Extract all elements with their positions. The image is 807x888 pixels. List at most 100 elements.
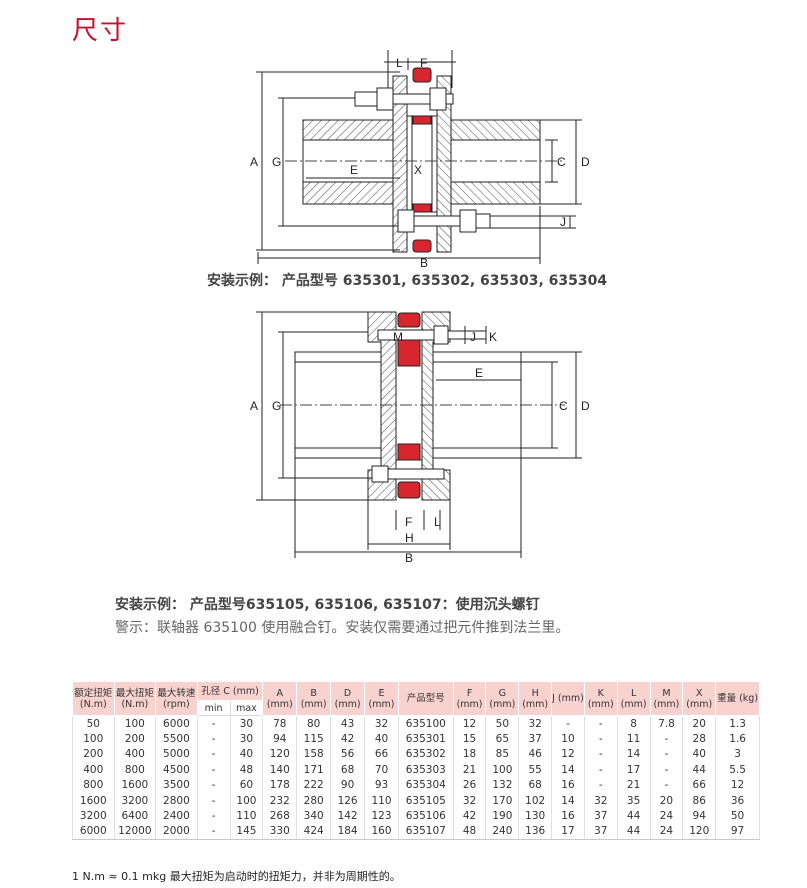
header-E: E (mm) bbox=[364, 681, 399, 716]
d1-label-L: L bbox=[396, 56, 403, 70]
table-cell: 66 bbox=[682, 777, 717, 793]
table-cell: 14 bbox=[551, 762, 585, 778]
d2-label-H: H bbox=[405, 531, 414, 545]
table-cell: - bbox=[649, 777, 684, 793]
table-cell: 171 bbox=[296, 762, 332, 778]
d1-label-A: A bbox=[250, 155, 258, 169]
table-cell: 3 bbox=[715, 746, 760, 763]
table-cell: 800 bbox=[113, 762, 157, 778]
d1-red-element-bottom bbox=[412, 239, 432, 253]
table-cell: 21 bbox=[616, 777, 651, 793]
table-cell: 110 bbox=[229, 808, 264, 824]
table-cell: - bbox=[196, 792, 231, 809]
d1-label-B: B bbox=[420, 256, 428, 270]
table-cell: 635106 bbox=[397, 808, 454, 824]
table-cell: 102 bbox=[518, 792, 553, 809]
diagram-2-labels: M J K A G E C D F L H B bbox=[250, 330, 590, 565]
d2-label-C: C bbox=[559, 399, 568, 413]
table-cell: 18 bbox=[452, 746, 487, 763]
table-cell: - bbox=[583, 777, 618, 793]
d1-label-D: D bbox=[581, 155, 590, 169]
d1-red-element-top bbox=[412, 67, 432, 83]
table-cell: 65 bbox=[485, 731, 520, 747]
table-cell: 10 bbox=[551, 731, 585, 747]
table-cell: 222 bbox=[296, 777, 332, 793]
table-cell: 50 bbox=[72, 715, 115, 732]
table-cell: 3500 bbox=[155, 777, 198, 793]
table-cell: 21 bbox=[452, 762, 487, 778]
table-cell: 3200 bbox=[113, 792, 157, 809]
table-cell: 132 bbox=[485, 777, 520, 793]
table-cell: 78 bbox=[262, 715, 298, 732]
table-cell: 2800 bbox=[155, 792, 198, 809]
table-cell: - bbox=[649, 746, 684, 763]
table-cell: 6000 bbox=[72, 823, 115, 841]
diagram-1 bbox=[256, 50, 582, 264]
table-cell: 44 bbox=[616, 823, 651, 841]
d1-right-hub-top bbox=[439, 119, 541, 141]
d1-label-C: C bbox=[557, 155, 566, 169]
table-cell: 268 bbox=[262, 808, 298, 824]
table-cell: 70 bbox=[364, 762, 399, 778]
table-cell: - bbox=[196, 823, 231, 841]
d1-left-hub-bottom bbox=[302, 181, 404, 205]
table-cell: 140 bbox=[262, 762, 298, 778]
header-X: X (mm) bbox=[682, 681, 717, 716]
d2-label-D: D bbox=[581, 399, 590, 413]
table-cell: - bbox=[196, 715, 231, 732]
table-cell: 6400 bbox=[113, 808, 157, 824]
table-cell: 46 bbox=[518, 746, 553, 763]
table-cell: - bbox=[649, 731, 684, 747]
table-cell: 280 bbox=[296, 792, 332, 809]
coupling-drawings: L F A G E X C D J B bbox=[250, 50, 590, 565]
header-A: A (mm) bbox=[262, 681, 298, 716]
table-cell: 16 bbox=[551, 808, 585, 824]
table-cell: 85 bbox=[485, 746, 520, 763]
table-cell: 17 bbox=[616, 762, 651, 778]
table-cell: - bbox=[583, 762, 618, 778]
spec-table-header-row: 额定扭矩 (N.m) 最大扭矩 (N.m) 最大转速 (rpm) 孔径 C (m… bbox=[72, 681, 760, 716]
d2-label-A: A bbox=[250, 399, 258, 413]
table-cell: 32 bbox=[518, 715, 553, 732]
caption-diagram-1: 安装示例： 产品型号 635301, 635302, 635303, 63530… bbox=[207, 273, 608, 289]
d2-red-element-mid2 bbox=[397, 443, 421, 461]
table-cell: 184 bbox=[330, 823, 366, 841]
table-cell: 100 bbox=[113, 715, 157, 732]
table-cell: 635107 bbox=[397, 823, 454, 841]
caption-diagram-2: 安装示例： 产品型号635105, 635106, 635107：使用沉头螺钉 bbox=[115, 597, 540, 613]
header-B: B (mm) bbox=[296, 681, 332, 716]
d1-label-F: F bbox=[420, 56, 427, 70]
table-cell: 800 bbox=[72, 777, 115, 793]
table-cell: 37 bbox=[583, 823, 618, 841]
table-cell: 17 bbox=[551, 823, 585, 841]
table-cell: 126 bbox=[330, 792, 366, 809]
table-cell: - bbox=[583, 746, 618, 763]
d1-label-X: X bbox=[414, 163, 422, 177]
table-cell: 14 bbox=[551, 792, 585, 809]
table-cell: - bbox=[196, 777, 231, 793]
table-cell: 635302 bbox=[397, 746, 454, 763]
header-H: H (mm) bbox=[518, 681, 553, 716]
table-cell: 1600 bbox=[113, 777, 157, 793]
header-weight: 重量 (kg) bbox=[715, 681, 760, 716]
header-rated-torque: 额定扭矩 (N.m) bbox=[72, 681, 115, 716]
d2-red-element-bottom bbox=[397, 481, 421, 499]
table-cell: 14 bbox=[616, 746, 651, 763]
table-cell: 97 bbox=[715, 823, 760, 841]
table-cell: 44 bbox=[616, 808, 651, 824]
table-cell: 44 bbox=[682, 762, 717, 778]
table-cell: 115 bbox=[296, 731, 332, 747]
table-cell: 40 bbox=[364, 731, 399, 747]
table-cell: 56 bbox=[330, 746, 366, 763]
d2-label-G: G bbox=[272, 399, 281, 413]
d1-red-element-mid1 bbox=[412, 115, 432, 125]
table-cell: 1600 bbox=[72, 792, 115, 809]
table-cell: 35 bbox=[616, 792, 651, 809]
diagram-2 bbox=[256, 311, 582, 558]
d2-label-F: F bbox=[405, 515, 412, 529]
table-cell: 635304 bbox=[397, 777, 454, 793]
table-cell: 2000 bbox=[155, 823, 198, 841]
